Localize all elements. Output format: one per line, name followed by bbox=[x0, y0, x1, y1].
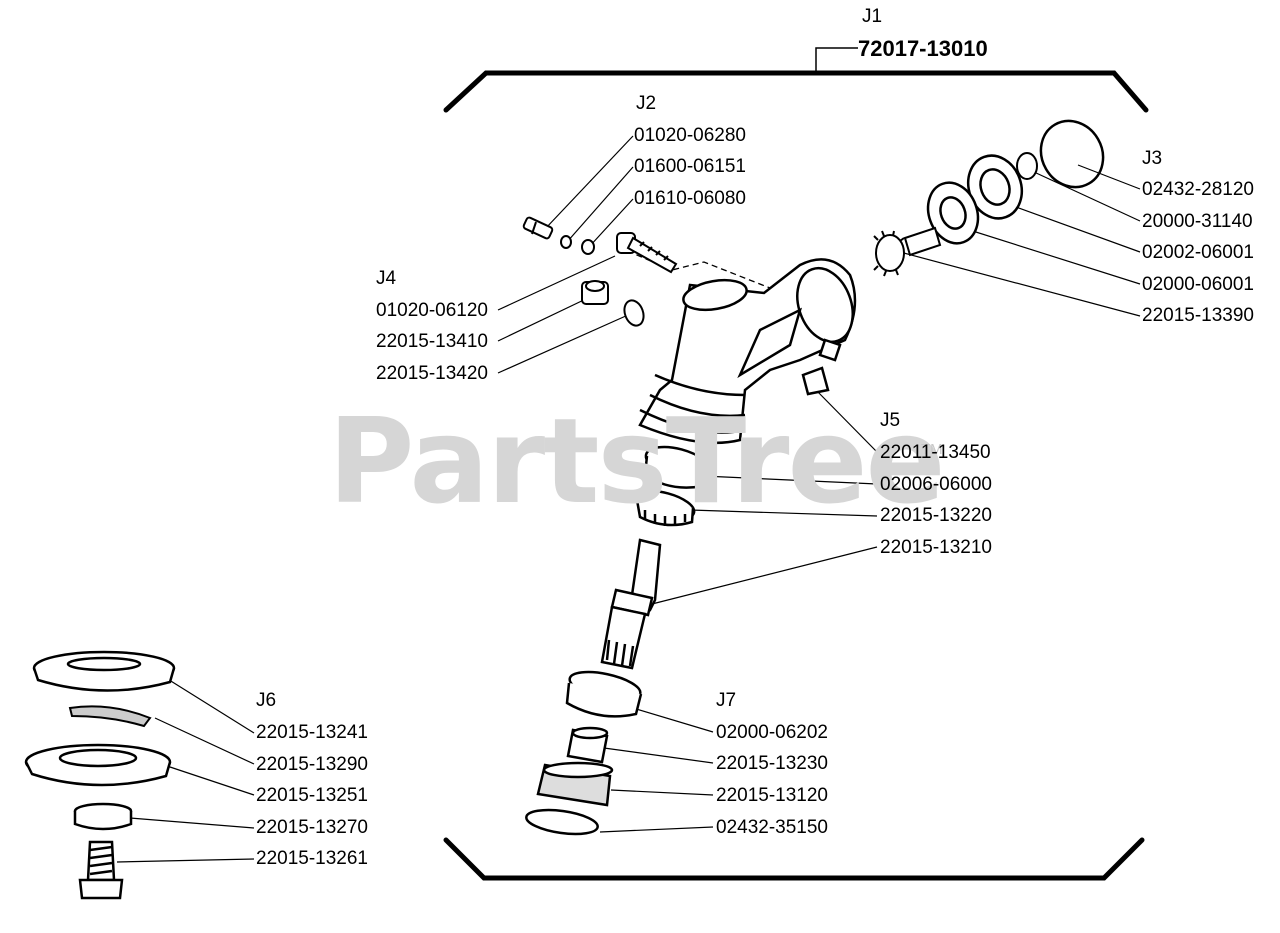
j5-drive-shaft bbox=[600, 538, 662, 670]
j4-nut bbox=[581, 280, 609, 305]
j3-circlip bbox=[1039, 119, 1105, 189]
part-number[interactable]: 22015-13420 bbox=[376, 363, 488, 384]
j7-bearing bbox=[565, 670, 643, 718]
j6-plate bbox=[68, 705, 152, 728]
part-number[interactable]: 02006-06000 bbox=[880, 474, 992, 495]
group-id-j2: J2 bbox=[636, 93, 657, 114]
part-number[interactable]: 22015-13290 bbox=[256, 754, 368, 775]
part-number[interactable]: 02002-06001 bbox=[1142, 242, 1254, 263]
assembly-bracket-bottom bbox=[443, 837, 1145, 881]
part-number[interactable]: 22015-13210 bbox=[880, 537, 992, 558]
part-number[interactable]: 01020-06280 bbox=[634, 125, 746, 146]
part-number[interactable]: 22015-13261 bbox=[256, 848, 368, 869]
j2-washer bbox=[581, 239, 595, 255]
part-number[interactable]: 02432-35150 bbox=[716, 817, 828, 838]
j2-spring-washer bbox=[560, 235, 572, 249]
j6-nut bbox=[73, 802, 133, 831]
j4-washer bbox=[623, 299, 645, 327]
part-number[interactable]: 01600-06151 bbox=[634, 156, 746, 177]
j5-bracket bbox=[801, 366, 830, 396]
part-number[interactable]: 22015-13270 bbox=[256, 817, 368, 838]
gear-case bbox=[638, 258, 857, 445]
part-number[interactable]: 22015-13230 bbox=[716, 753, 828, 774]
j6-holder bbox=[24, 743, 172, 787]
j3-pinion-gear bbox=[873, 226, 942, 277]
assembly-bracket-top bbox=[443, 70, 1149, 113]
part-number[interactable]: 22015-13241 bbox=[256, 722, 368, 743]
leader-lines bbox=[116, 135, 1141, 863]
part-number[interactable]: 02000-06001 bbox=[1142, 274, 1254, 295]
group-id-j5: J5 bbox=[880, 410, 901, 431]
j7-collar bbox=[566, 726, 609, 764]
j5-bevel-gear bbox=[634, 489, 696, 527]
part-number[interactable]: 22015-13251 bbox=[256, 785, 368, 806]
part-number[interactable]: 22015-13120 bbox=[716, 785, 828, 806]
part-number[interactable]: 02000-06202 bbox=[716, 722, 828, 743]
part-number[interactable]: 01610-06080 bbox=[634, 188, 746, 209]
watermark: PartsTree bbox=[328, 392, 946, 530]
part-number[interactable]: 22015-13220 bbox=[880, 505, 992, 526]
j6-cover bbox=[32, 650, 176, 692]
j2-screw bbox=[522, 216, 554, 240]
j7-circlip bbox=[525, 808, 599, 836]
part-number[interactable]: 22011-13450 bbox=[880, 442, 991, 463]
j3-ring bbox=[1016, 152, 1038, 180]
part-number[interactable]: 01020-06120 bbox=[376, 300, 488, 321]
part-number[interactable]: 22015-13410 bbox=[376, 331, 488, 352]
group-id-j3: J3 bbox=[1142, 148, 1163, 169]
part-number[interactable]: 20000-31140 bbox=[1142, 211, 1253, 232]
group-id-j6: J6 bbox=[256, 690, 277, 711]
part-number[interactable]: 22015-13390 bbox=[1142, 305, 1254, 326]
j1-leader bbox=[815, 47, 858, 72]
group-id-j7: J7 bbox=[716, 690, 737, 711]
j7-gear bbox=[536, 761, 614, 807]
j3-bearing-inner bbox=[926, 181, 980, 245]
j5-bearing bbox=[643, 445, 712, 489]
part-number-j1[interactable]: 72017-13010 bbox=[858, 36, 988, 61]
group-id-j4: J4 bbox=[376, 268, 397, 289]
part-number[interactable]: 02432-28120 bbox=[1142, 179, 1254, 200]
j4-bolt bbox=[616, 232, 678, 274]
group-id-j1: J1 bbox=[862, 6, 883, 27]
j6-bolt bbox=[78, 840, 124, 900]
trademark-mark: TM bbox=[921, 441, 943, 458]
